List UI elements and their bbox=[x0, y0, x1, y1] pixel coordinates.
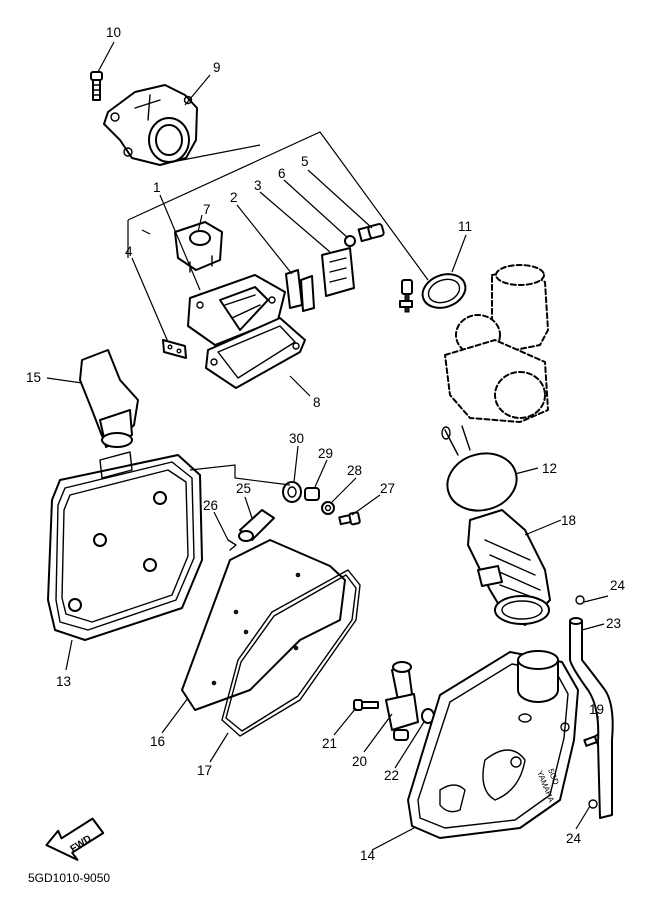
callout-26: 26 bbox=[203, 498, 218, 513]
part-12-clamp-ring bbox=[441, 425, 518, 512]
callout-17: 17 bbox=[197, 763, 212, 778]
callout-2: 2 bbox=[230, 190, 238, 205]
callout-24-upper: 24 bbox=[610, 578, 626, 593]
part-25-tube bbox=[238, 509, 275, 542]
callout-21: 21 bbox=[322, 736, 337, 751]
part-9-intake-cover bbox=[103, 84, 198, 166]
part-14-air-cleaner-case: 5GD YAMAHA bbox=[407, 650, 579, 839]
carburetor bbox=[444, 264, 549, 423]
callout-10: 10 bbox=[106, 25, 121, 40]
callout-13: 13 bbox=[56, 674, 71, 689]
part-10-bolt bbox=[90, 71, 103, 101]
assembly-bracket bbox=[127, 131, 429, 486]
part-6-washer bbox=[344, 235, 356, 247]
callout-9: 9 bbox=[213, 60, 221, 75]
part-8-gasket bbox=[205, 317, 306, 389]
callout-14: 14 bbox=[360, 848, 376, 863]
callout-15: 15 bbox=[26, 370, 41, 385]
diagram-code: 5GD1010-9050 bbox=[28, 871, 110, 885]
part-30-grommet bbox=[282, 481, 302, 503]
callout-8: 8 bbox=[313, 395, 321, 410]
callout-25: 25 bbox=[236, 481, 251, 496]
callout-1: 1 bbox=[153, 180, 161, 195]
part-26-clip bbox=[227, 539, 237, 551]
part-17-seal bbox=[221, 569, 361, 737]
callout-20: 20 bbox=[352, 754, 367, 769]
part-27-screw bbox=[338, 511, 361, 526]
callout-23: 23 bbox=[606, 616, 621, 631]
callout-28: 28 bbox=[347, 463, 362, 478]
callout-30: 30 bbox=[289, 431, 304, 446]
callout-6: 6 bbox=[278, 166, 286, 181]
callout-22: 22 bbox=[384, 768, 399, 783]
part-29-collar bbox=[304, 487, 320, 501]
callout-12: 12 bbox=[542, 461, 557, 476]
callout-24-lower: 24 bbox=[566, 831, 582, 846]
part-28-washer bbox=[321, 501, 335, 515]
callout-4: 4 bbox=[125, 244, 133, 259]
callout-19: 19 bbox=[589, 702, 604, 717]
callout-3: 3 bbox=[254, 178, 262, 193]
fwd-arrow-icon: FWD bbox=[45, 817, 105, 861]
callout-16: 16 bbox=[150, 734, 165, 749]
callout-7: 7 bbox=[203, 202, 211, 217]
callout-numbers: 10 9 1 4 7 2 3 6 5 11 15 8 30 29 28 27 2… bbox=[26, 25, 626, 863]
part-5-screw bbox=[357, 223, 385, 243]
callout-18: 18 bbox=[561, 513, 576, 528]
part-11-clamp bbox=[399, 273, 467, 313]
part-23-hose bbox=[569, 617, 614, 819]
part-3-plate bbox=[321, 247, 355, 297]
callout-11: 11 bbox=[458, 219, 472, 234]
part-15-intake-duct bbox=[79, 349, 139, 448]
part-4-gasket bbox=[162, 339, 187, 359]
part-24-clip-upper bbox=[575, 595, 585, 605]
part-24-clip-lower bbox=[588, 799, 598, 809]
part-13-air-cleaner-cap bbox=[47, 451, 203, 641]
leader-lines bbox=[46, 41, 609, 851]
callout-5: 5 bbox=[301, 154, 309, 169]
part-20-drain bbox=[385, 661, 419, 741]
part-2-reed-petals bbox=[285, 269, 315, 312]
part-21-screw bbox=[353, 699, 379, 711]
callout-27: 27 bbox=[380, 481, 395, 496]
callout-29: 29 bbox=[318, 446, 333, 461]
part-18-joint bbox=[467, 509, 551, 626]
